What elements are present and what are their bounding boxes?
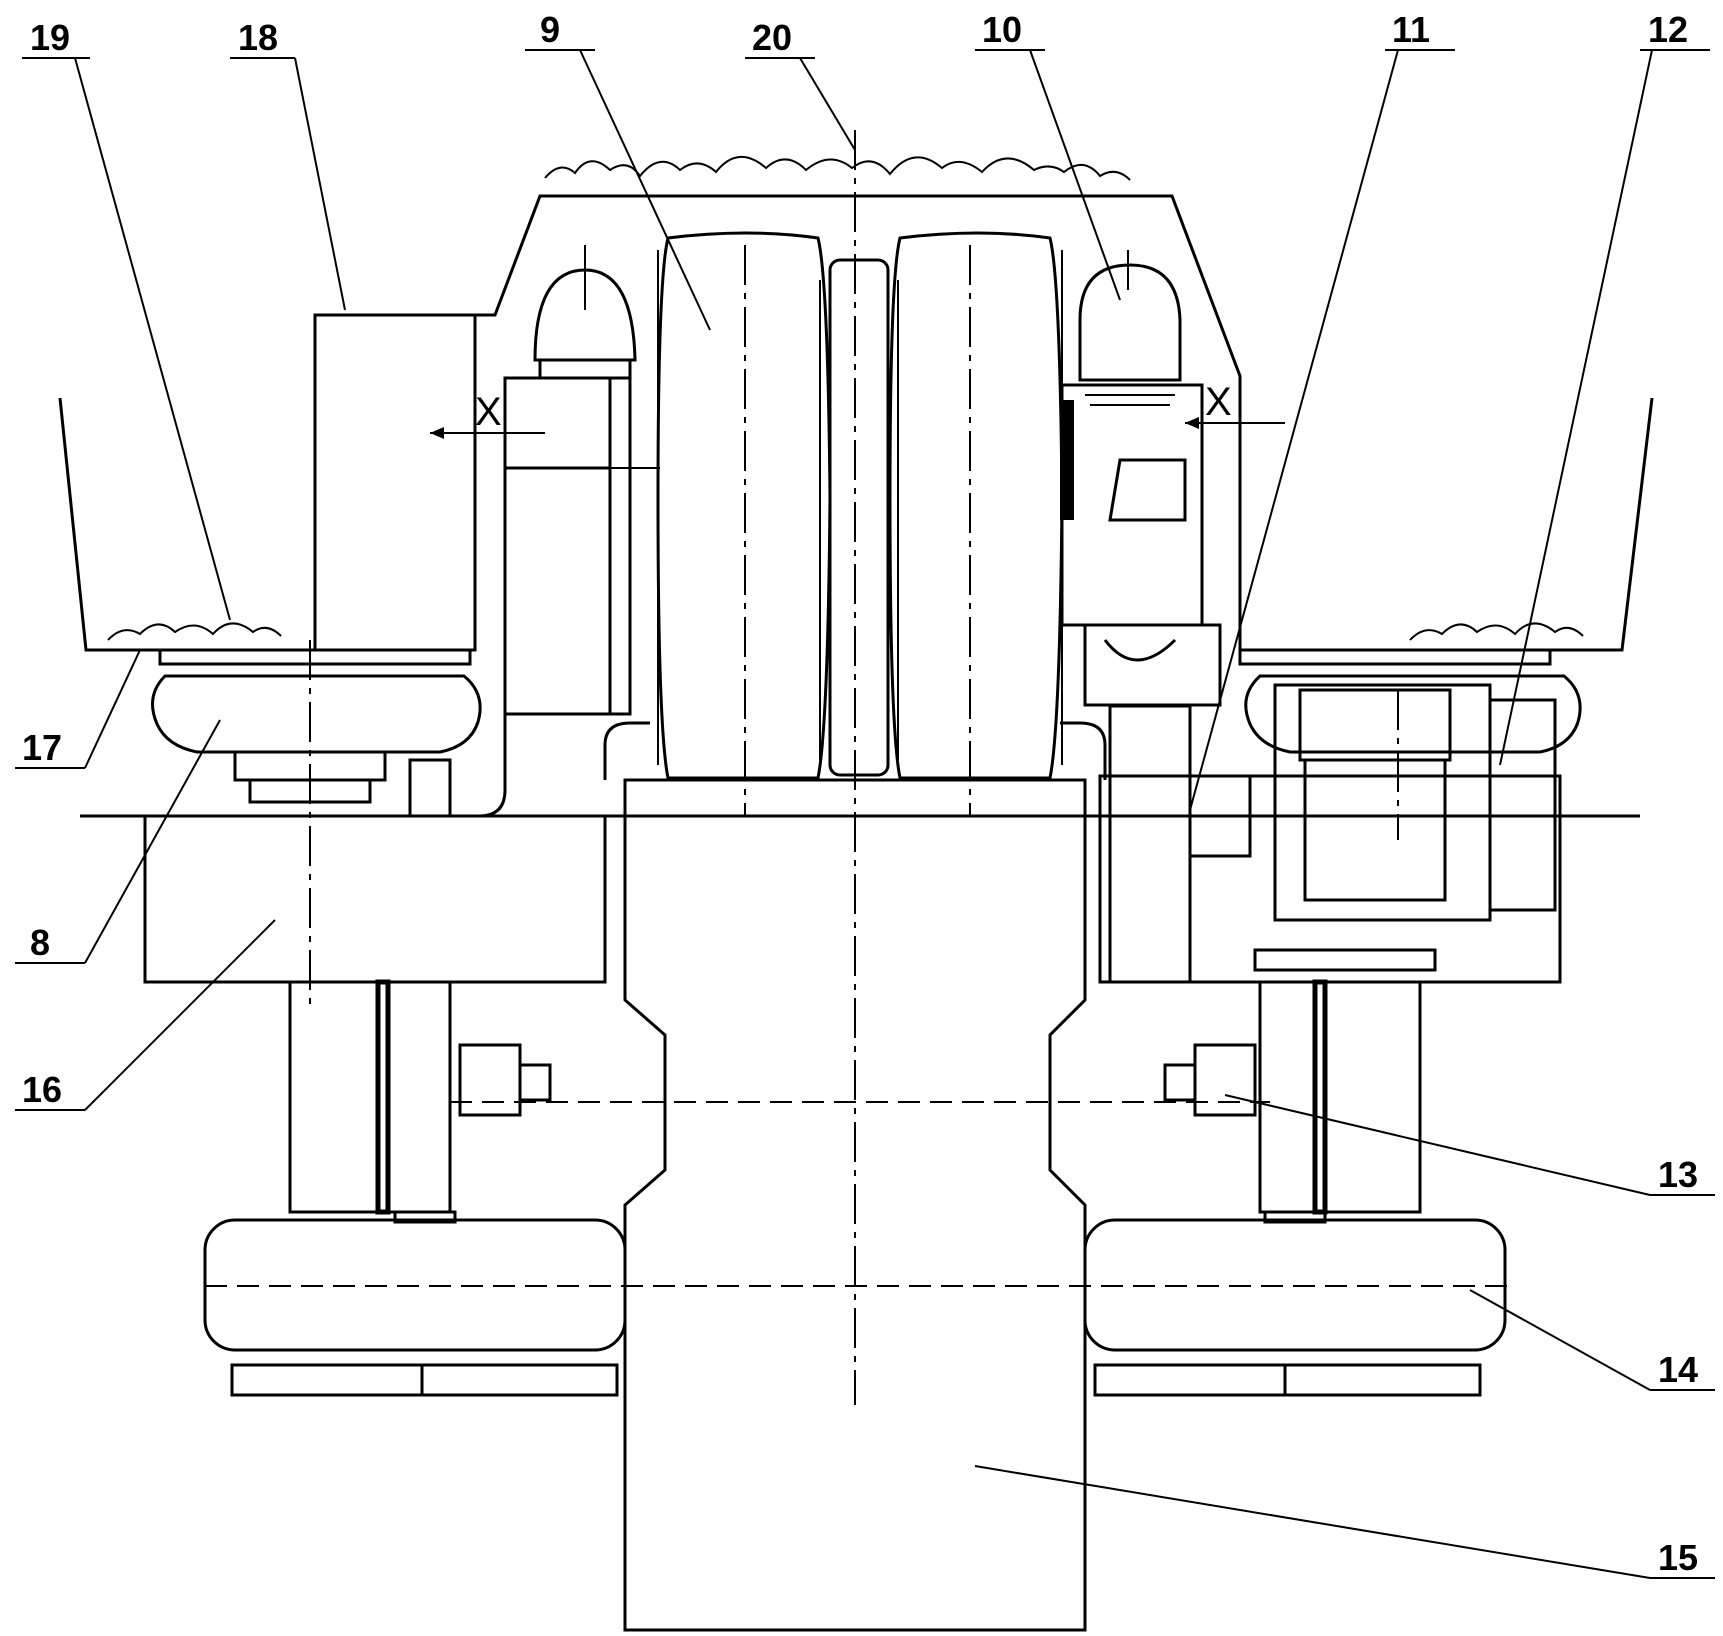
label-10: 10 xyxy=(982,9,1022,50)
running-wheels xyxy=(658,233,1062,778)
label-20: 20 xyxy=(752,17,792,58)
label-16: 16 xyxy=(22,1069,62,1110)
track-beam xyxy=(605,723,1105,1630)
section-mark-right-text: X xyxy=(1205,380,1232,424)
label-15: 15 xyxy=(1658,1537,1698,1578)
bogie-frame-left xyxy=(145,664,605,982)
section-mark-left: X xyxy=(430,390,545,439)
label-8: 8 xyxy=(30,922,50,963)
label-11: 11 xyxy=(1392,9,1430,50)
label-17: 17 xyxy=(22,727,62,768)
right-brake-cylinder xyxy=(1060,250,1220,705)
air-spring-left xyxy=(153,676,481,802)
drive-unit-right xyxy=(1255,685,1555,970)
left-brake-cylinder xyxy=(505,245,660,714)
label-14: 14 xyxy=(1658,1349,1698,1390)
section-mark-left-text: X xyxy=(475,390,502,434)
callout-labels: 19 18 9 20 10 11 12 17 8 16 13 14 15 xyxy=(22,9,1698,1578)
guide-wheel-left xyxy=(205,1220,625,1395)
air-spring-right xyxy=(1246,676,1580,752)
section-mark-right: X xyxy=(1185,380,1285,429)
label-12: 12 xyxy=(1648,9,1688,50)
label-18: 18 xyxy=(238,17,278,58)
stabilizer-column-left xyxy=(290,982,550,1222)
guide-wheel-right xyxy=(1085,1220,1505,1395)
label-13: 13 xyxy=(1658,1154,1698,1195)
label-19: 19 xyxy=(30,17,70,58)
label-9: 9 xyxy=(540,9,560,50)
